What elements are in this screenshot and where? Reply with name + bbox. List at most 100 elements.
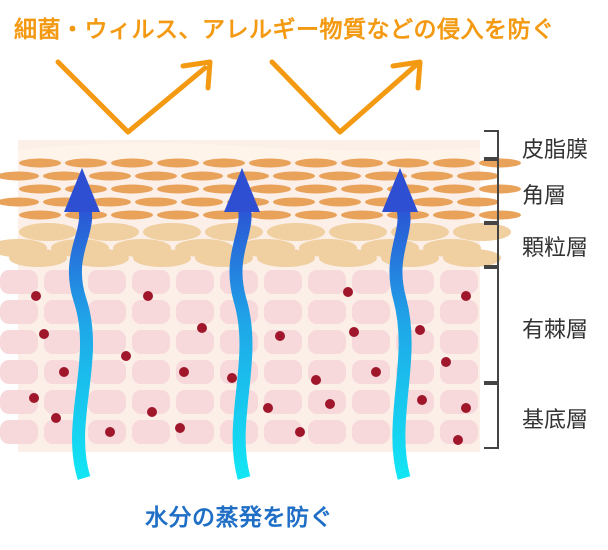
- layer-brackets: [484, 130, 499, 449]
- granular-cell: [81, 223, 139, 241]
- corneum-cell: [227, 171, 269, 181]
- granular-cell: [71, 249, 129, 267]
- cell-nucleus: [461, 403, 471, 413]
- spinous-cell: [440, 300, 478, 324]
- spinous-cell: [264, 270, 302, 294]
- spinous-cell: [132, 390, 170, 414]
- spinous-cell: [176, 360, 214, 384]
- spinous-cell: [176, 300, 214, 324]
- corneum-cell: [479, 210, 521, 220]
- corneum-cell: [43, 171, 85, 181]
- spinous-cell: [176, 420, 214, 444]
- granular-cell: [319, 249, 377, 267]
- spinous-cell: [352, 300, 390, 324]
- corneum-cell: [295, 210, 337, 220]
- granular-cell: [443, 249, 501, 267]
- corneum-cell: [387, 158, 429, 168]
- spinous-cell: [0, 360, 38, 384]
- cell-nucleus: [143, 291, 153, 301]
- spinous-layer: [0, 270, 478, 444]
- corneum-cell: [433, 184, 475, 194]
- spinous-cell: [0, 420, 38, 444]
- spinous-cell: [176, 390, 214, 414]
- spinous-cell: [352, 330, 390, 354]
- spinous-cell: [440, 390, 478, 414]
- granular-cell: [143, 223, 201, 241]
- spinous-cell: [176, 270, 214, 294]
- spinous-cell: [440, 270, 478, 294]
- spinous-cell: [440, 330, 478, 354]
- cell-nucleus: [197, 323, 207, 333]
- spinous-cell: [264, 300, 302, 324]
- cell-nucleus: [343, 287, 353, 297]
- spinous-cell: [440, 420, 478, 444]
- spinous-cell: [0, 270, 38, 294]
- granular-cell: [381, 249, 439, 267]
- spinous-cell: [352, 270, 390, 294]
- cell-nucleus: [179, 367, 189, 377]
- cell-nucleus: [441, 357, 451, 367]
- spinous-cell: [88, 390, 126, 414]
- corneum-cell: [0, 171, 39, 181]
- cell-nucleus: [175, 423, 185, 433]
- spinous-cell: [88, 330, 126, 354]
- layer-label-sebum: 皮脂膜: [522, 138, 589, 163]
- spinous-cell: [132, 330, 170, 354]
- corneum-cell: [65, 158, 107, 168]
- spinous-cell: [308, 270, 346, 294]
- corneum-cell: [411, 197, 453, 207]
- corneum-cell: [135, 197, 177, 207]
- cell-nucleus: [295, 427, 305, 437]
- corneum-cell: [457, 171, 499, 181]
- corneum-cell: [0, 197, 39, 207]
- corneum-cell: [295, 184, 337, 194]
- spinous-cell: [0, 300, 38, 324]
- corneum-cell: [89, 171, 131, 181]
- corneum-cell: [157, 184, 199, 194]
- corneum-cell: [111, 158, 153, 168]
- spinous-cell: [44, 330, 82, 354]
- cell-nucleus: [275, 331, 285, 341]
- spinous-cell: [308, 420, 346, 444]
- granular-cell: [19, 223, 77, 241]
- corneum-cell: [181, 171, 223, 181]
- cell-nucleus: [263, 403, 273, 413]
- corneum-cell: [341, 210, 383, 220]
- cell-nucleus: [39, 329, 49, 339]
- cell-nucleus: [453, 435, 463, 445]
- cell-nucleus: [121, 351, 131, 361]
- corneum-cell: [319, 171, 361, 181]
- corneum-cell: [273, 197, 315, 207]
- corneum-cell: [249, 158, 291, 168]
- layer-label-granular: 顆粒層: [522, 236, 589, 261]
- spinous-cell: [0, 390, 38, 414]
- corneum-cell: [433, 210, 475, 220]
- spinous-cell: [132, 360, 170, 384]
- granular-cell: [133, 249, 191, 267]
- cell-nucleus: [29, 393, 39, 403]
- moisture-arrow-icon: [64, 168, 418, 480]
- layer-label-corneum: 角層: [522, 184, 567, 209]
- corneum-cell: [457, 197, 499, 207]
- spinous-cell: [264, 360, 302, 384]
- corneum-cell: [19, 210, 61, 220]
- cell-nucleus: [31, 291, 41, 301]
- spinous-cell: [132, 300, 170, 324]
- cell-nucleus: [415, 325, 425, 335]
- spinous-cell: [440, 360, 478, 384]
- corneum-cell: [19, 158, 61, 168]
- corneum-cell: [111, 210, 153, 220]
- cell-nucleus: [417, 395, 427, 405]
- spinous-cell: [0, 330, 38, 354]
- cell-nucleus: [311, 375, 321, 385]
- granular-cell: [205, 223, 263, 241]
- layer-label-basal: 基底層: [522, 408, 589, 433]
- granular-cell: [257, 249, 315, 267]
- corneum-cell: [135, 171, 177, 181]
- spinous-cell: [88, 300, 126, 324]
- cell-nucleus: [51, 413, 61, 423]
- spinous-cell: [88, 270, 126, 294]
- corneum-cell: [89, 197, 131, 207]
- granular-cell: [9, 249, 67, 267]
- spinous-cell: [264, 390, 302, 414]
